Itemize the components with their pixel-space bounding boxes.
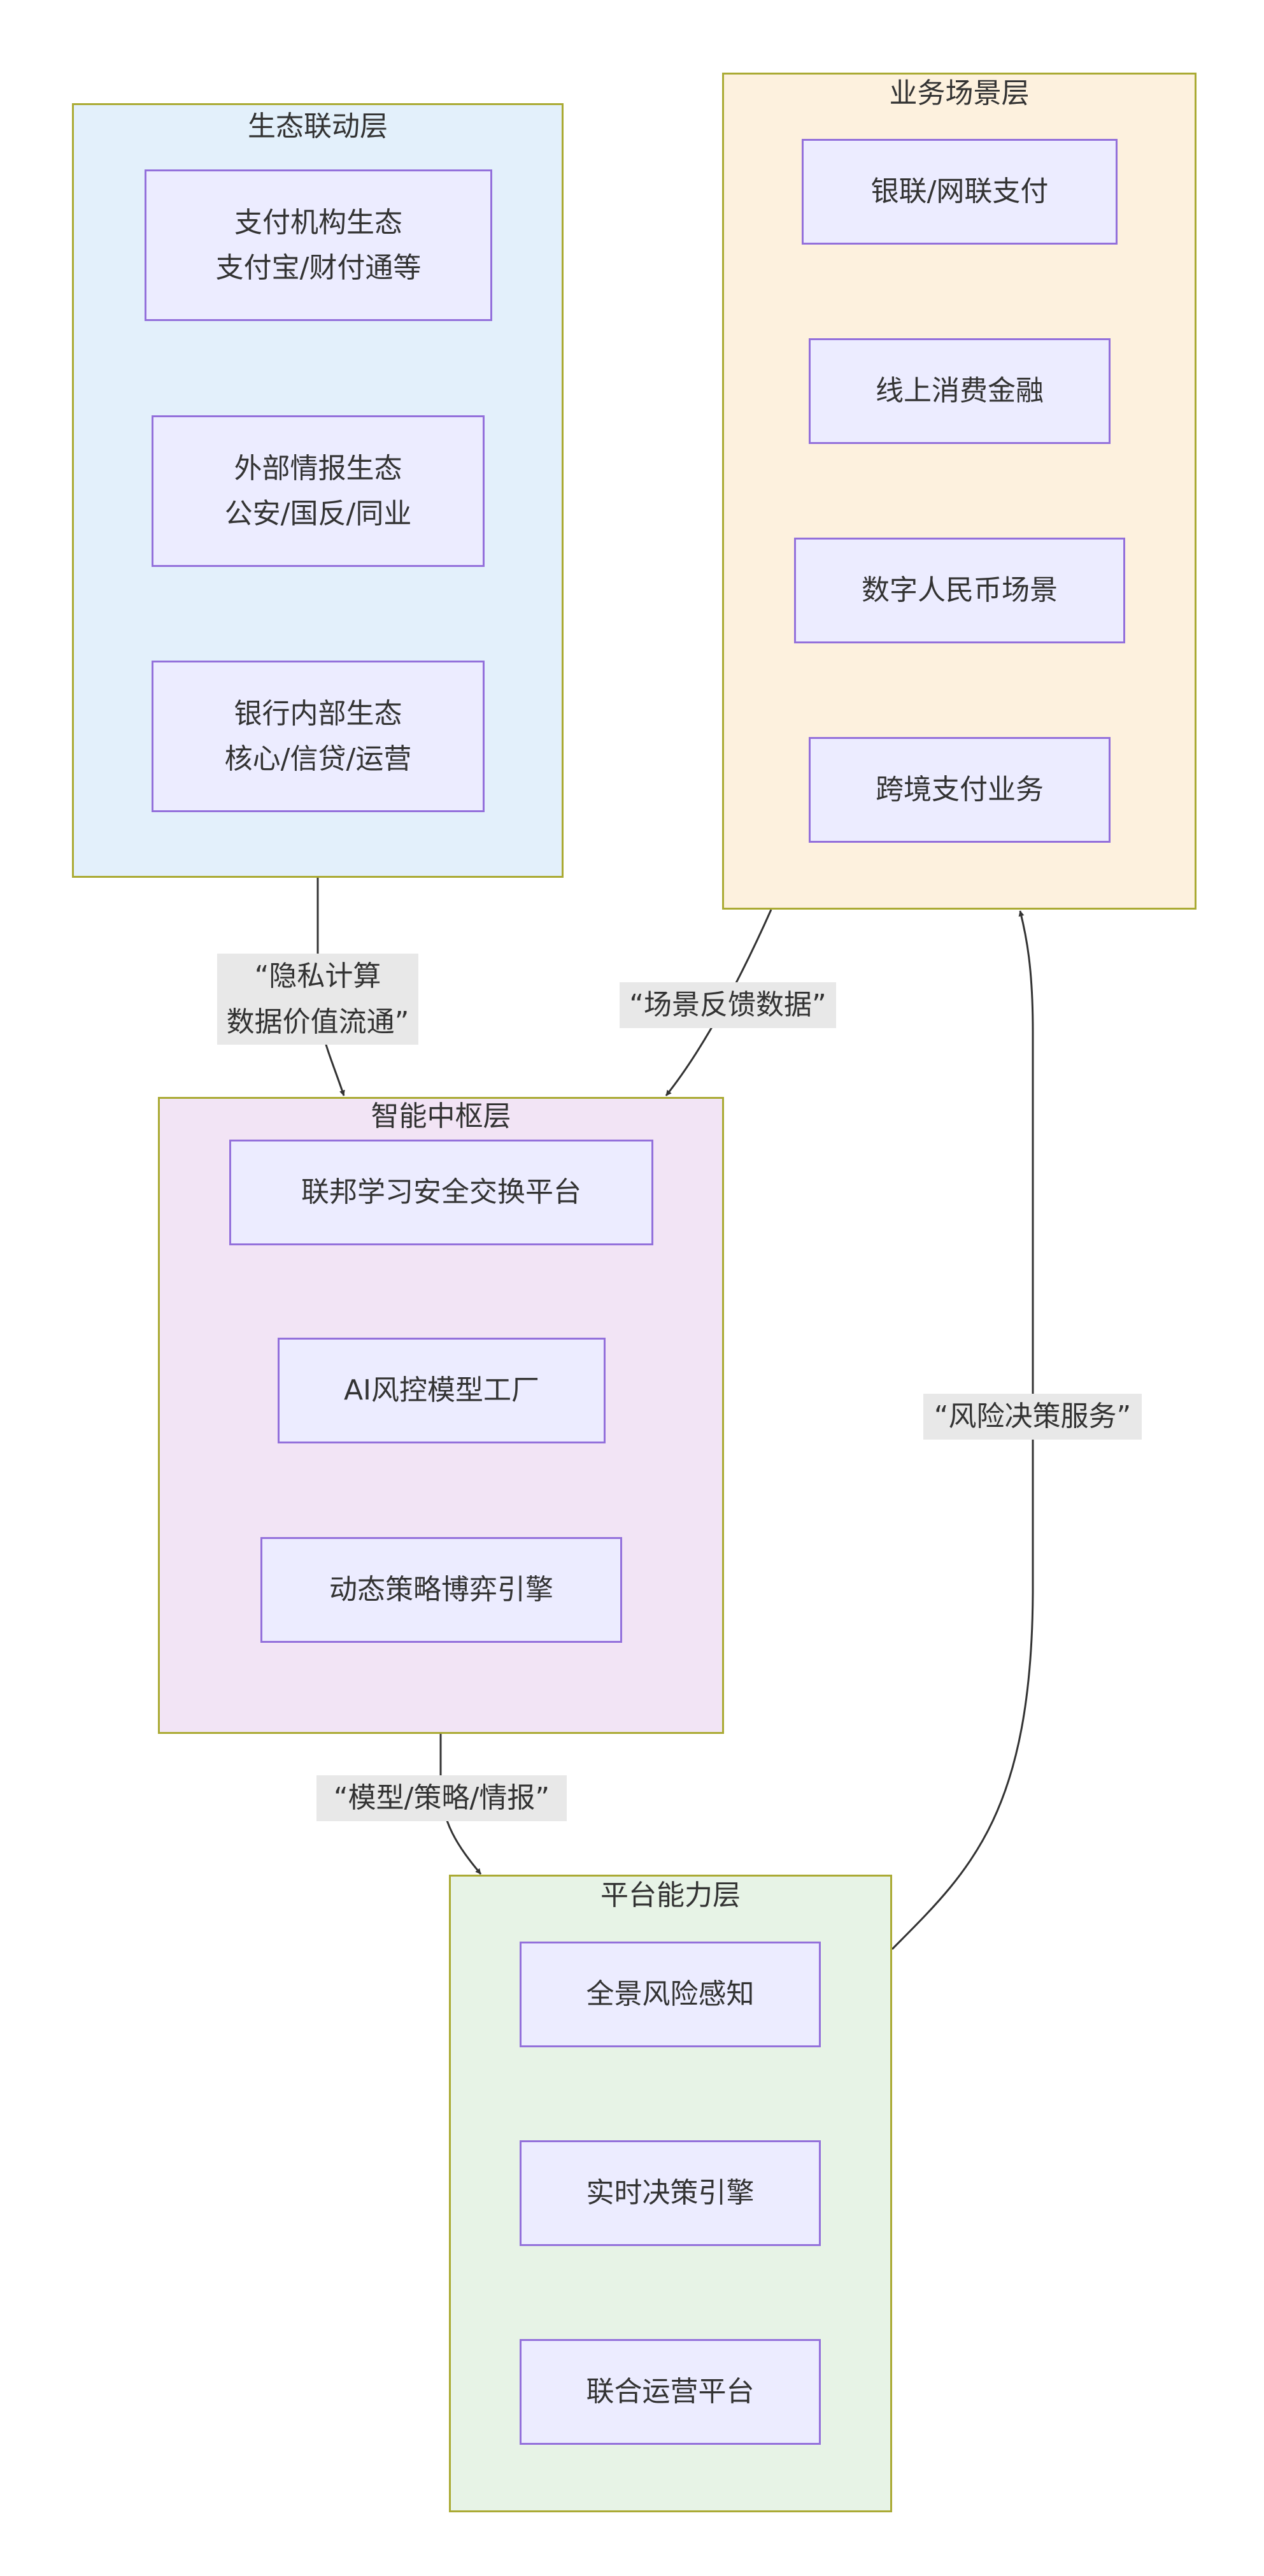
node-joint-operation-platform[interactable]: 联合运营平台 <box>520 2339 821 2445</box>
node-cross-border-payment[interactable]: 跨境支付业务 <box>809 737 1111 843</box>
node-ai-risk-model-factory[interactable]: AI风控模型工厂 <box>278 1338 606 1443</box>
node-unionpay-netsunion-payment[interactable]: 银联/网联支付 <box>802 139 1118 245</box>
edge-label-risk-decision-service: “风险决策服务” <box>923 1394 1142 1440</box>
cluster-title: 生态联动层 <box>248 110 388 143</box>
edge-label-scenario-feedback: “场景反馈数据” <box>620 982 836 1028</box>
node-external-intelligence-ecosystem[interactable]: 外部情报生态 公安/国反/同业 <box>152 415 485 567</box>
cluster-title: 业务场景层 <box>889 77 1030 110</box>
node-online-consumer-finance[interactable]: 线上消费金融 <box>809 338 1111 444</box>
cluster-title: 智能中枢层 <box>371 1100 511 1133</box>
node-federated-learning-platform[interactable]: 联邦学习安全交换平台 <box>229 1140 653 1245</box>
cluster-title: 平台能力层 <box>600 1879 741 1912</box>
node-realtime-decision-engine[interactable]: 实时决策引擎 <box>520 2140 821 2246</box>
node-bank-internal-ecosystem[interactable]: 银行内部生态 核心/信贷/运营 <box>152 661 485 812</box>
edge-label-model-strategy-intelligence: “模型/策略/情报” <box>316 1775 567 1821</box>
node-payment-institution-ecosystem[interactable]: 支付机构生态 支付宝/财付通等 <box>145 169 492 321</box>
node-panoramic-risk-perception[interactable]: 全景风险感知 <box>520 1942 821 2047</box>
node-dynamic-strategy-game-engine[interactable]: 动态策略博弈引擎 <box>260 1537 622 1643</box>
edge-label-privacy-computing: “隐私计算 数据价值流通” <box>217 954 418 1045</box>
node-digital-rmb-scenario[interactable]: 数字人民币场景 <box>794 538 1125 643</box>
edge-platform-to-business <box>891 910 1034 1950</box>
